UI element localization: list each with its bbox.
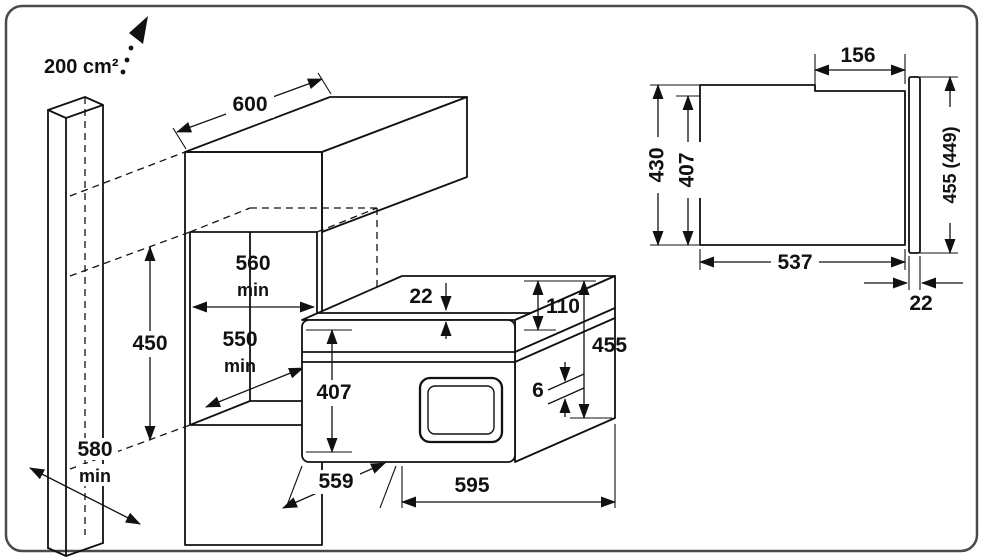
dim-407-side: 407 — [675, 95, 701, 246]
dim-22-oven: 22 — [409, 283, 452, 339]
dim-450: 450 — [127, 246, 173, 441]
dim-156: 156 — [814, 44, 906, 91]
dim-580-label: 580 — [77, 438, 112, 461]
dim-430-label: 430 — [646, 147, 669, 182]
dim-6-label: 6 — [532, 379, 544, 402]
dim-407-oven: 407 — [306, 329, 356, 453]
dim-559: 559 — [282, 462, 397, 509]
dim-455-side: 455 (449) — [909, 76, 964, 254]
vent-annotation: 200 cm² — [44, 16, 148, 78]
dim-22-side: 22 — [864, 256, 963, 315]
dim-560: 560 min — [192, 252, 315, 313]
dim-580-min-label: min — [79, 466, 111, 486]
dim-455-oven-label: 455 — [592, 334, 627, 357]
oven-door-profile — [908, 76, 921, 254]
dim-580: 580 min — [29, 438, 141, 525]
airflow-dot — [124, 57, 130, 63]
airflow-dot — [128, 45, 134, 51]
dim-22-side-label: 22 — [909, 292, 932, 315]
dim-22-oven-label: 22 — [409, 285, 432, 308]
dim-595: 595 — [401, 424, 616, 508]
dim-550-min-label: min — [224, 356, 256, 376]
dim-455-oven: 455 — [570, 280, 627, 419]
dim-537: 537 — [699, 249, 906, 274]
dim-156-label: 156 — [840, 44, 875, 67]
dim-600-label: 600 — [232, 93, 267, 116]
dim-455-449-label: 455 (449) — [940, 126, 960, 203]
dim-550: 550 min — [205, 328, 304, 408]
dim-595-label: 595 — [454, 474, 489, 497]
dim-6: 6 — [532, 362, 585, 417]
dim-559-label: 559 — [318, 470, 353, 493]
dim-407-side-label: 407 — [676, 152, 699, 187]
oven-door-window — [418, 376, 504, 444]
dim-600: 600 — [172, 72, 332, 150]
dim-550-label: 550 — [222, 328, 257, 351]
dim-537-label: 537 — [777, 251, 812, 274]
dim-560-min-label: min — [237, 280, 269, 300]
vent-area-label: 200 cm² — [44, 56, 119, 78]
airflow-arrow-icon — [129, 16, 148, 44]
dim-110-label: 110 — [546, 295, 580, 318]
airflow-dot — [120, 69, 126, 75]
dim-560-label: 560 — [235, 252, 270, 275]
dim-407-oven-label: 407 — [316, 381, 351, 404]
dim-450-label: 450 — [132, 332, 167, 355]
side-view-drawing — [699, 76, 921, 254]
